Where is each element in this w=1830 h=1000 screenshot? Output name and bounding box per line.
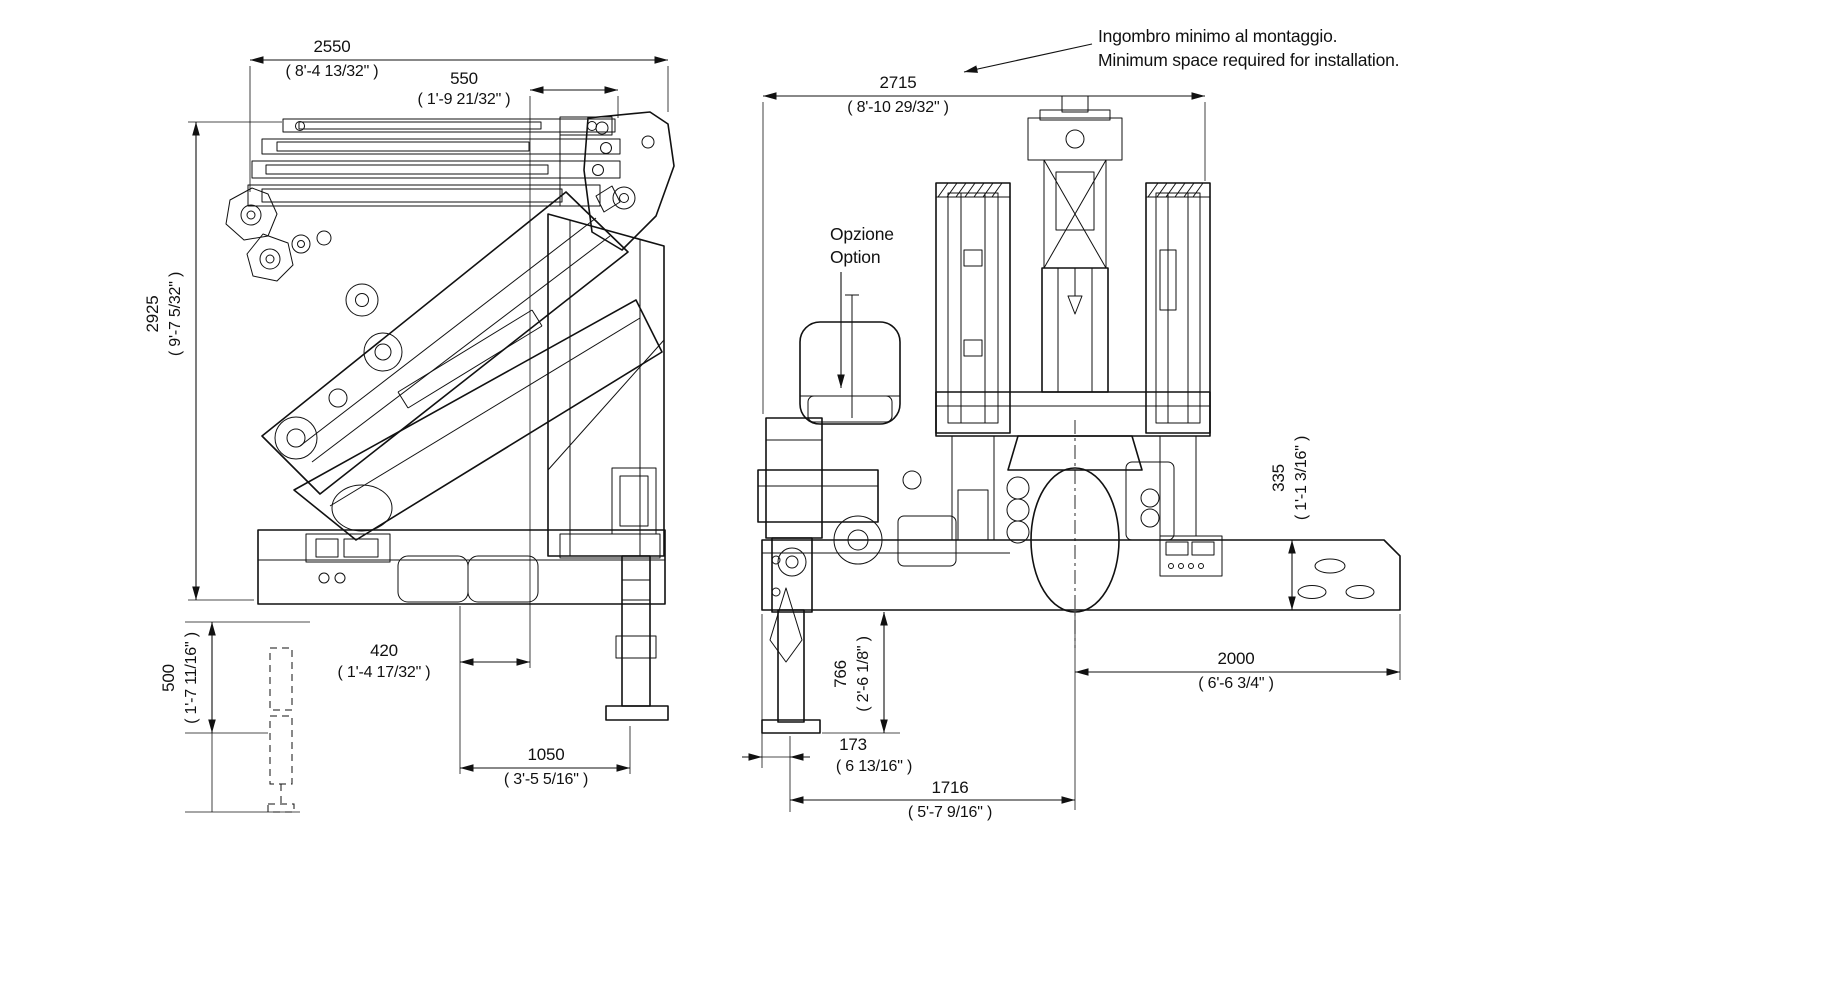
option-note-line2: Option: [830, 247, 880, 267]
dim-766-mm: 766: [831, 660, 850, 688]
rear-left-stabilizer-tower: [935, 182, 1011, 434]
option-note-line1: Opzione: [830, 224, 894, 244]
rear-cross-beam: [935, 391, 1211, 471]
dim-2715-ft: ( 8'-10 29/32" ): [847, 99, 949, 116]
dim-1716-mm: 1716: [931, 778, 968, 797]
side-folded-stabilizer: [267, 647, 295, 813]
hatch-left-tower: [937, 182, 1003, 198]
side-boom-head: [583, 111, 675, 251]
dim-335-ft: ( 1'-1 3/16" ): [1293, 436, 1310, 520]
dim-rear-width-right: 2000 ( 6'-6 3/4" ): [1074, 614, 1401, 810]
dim-500-mm: 500: [159, 664, 178, 692]
dim-1050-mm: 1050: [527, 745, 564, 764]
dim-550-mm: 550: [450, 69, 478, 88]
dim-1716-ft: ( 5'-7 9/16" ): [908, 804, 992, 821]
installation-note-line2: Minimum space required for installation.: [1098, 50, 1399, 70]
dim-173-ft: ( 6 13/16" ): [836, 758, 912, 775]
dim-side-width-total: 2550 ( 8'-4 13/32" ): [249, 37, 669, 192]
rear-right-stabilizer-tower: [1145, 182, 1211, 434]
dim-2000-mm: 2000: [1217, 649, 1254, 668]
dim-500-ft: ( 1'-7 11/16" ): [183, 632, 200, 724]
dim-173-mm: 173: [839, 735, 867, 754]
rear-hose-coils: [897, 436, 1197, 567]
dim-2550-ft: ( 8'-4 13/32" ): [286, 63, 379, 80]
side-pivot-pins: [274, 283, 403, 460]
dim-side-height-ground: 500 ( 1'-7 11/16" ): [159, 621, 310, 813]
rear-control-box: [1159, 535, 1223, 577]
installation-note-leader-arrow: [963, 43, 1093, 73]
rear-base-plate: [761, 539, 1401, 611]
annotation-notes: Ingombro minimo al montaggio. Minimum sp…: [830, 26, 1400, 388]
rear-view-dimensions: 2715 ( 8'-10 29/32" ) 335 ( 1'-1 3/16" )…: [742, 73, 1401, 821]
side-boom-end-fittings: [225, 187, 332, 282]
side-view-dimensions: 2550 ( 8'-4 13/32" ) 550 ( 1'-9 21/32" )…: [143, 37, 669, 813]
dim-335-mm: 335: [1269, 464, 1288, 492]
side-main-boom: [261, 191, 629, 495]
rear-view-crane: [757, 95, 1401, 734]
dim-rear-height-leg: 766 ( 2'-6 1/8" ): [822, 612, 900, 734]
side-view-crane: [225, 111, 675, 813]
dim-2000-ft: ( 6'-6 3/4" ): [1198, 675, 1274, 692]
dim-side-width-inner: 550 ( 1'-9 21/32" ): [418, 69, 619, 668]
rear-outrigger-unit: [757, 294, 883, 734]
side-base-frame: [257, 529, 666, 605]
dim-rear-width-total: 2715 ( 8'-10 29/32" ): [762, 73, 1206, 414]
installation-note-line1: Ingombro minimo al montaggio.: [1098, 26, 1337, 46]
dim-2715-mm: 2715: [879, 73, 916, 92]
rear-column: [1041, 267, 1109, 393]
side-hydraulic-cylinder: [331, 309, 543, 532]
side-stabilizer-leg: [605, 467, 669, 721]
dim-420-ft: ( 1'-4 17/32" ): [338, 664, 431, 681]
dim-550-ft: ( 1'-9 21/32" ): [418, 91, 511, 108]
side-column: [547, 213, 665, 557]
dim-rear-width-center: 1716 ( 5'-7 9/16" ): [790, 778, 1075, 821]
dim-side-height-total: 2925 ( 9'-7 5/32" ): [143, 121, 282, 601]
dim-2550-mm: 2550: [313, 37, 350, 56]
dim-2925-ft: ( 9'-7 5/32" ): [167, 272, 184, 356]
dim-rear-height-plate: 335 ( 1'-1 3/16" ): [1269, 436, 1310, 610]
rear-slew-ring: [1020, 420, 1130, 648]
hatch-right-tower: [1147, 182, 1204, 198]
dim-side-base: 1050 ( 3'-5 5/16" ): [460, 726, 631, 788]
dim-side-offset: 420 ( 1'-4 17/32" ): [338, 606, 530, 774]
dim-766-ft: ( 2'-6 1/8" ): [855, 636, 872, 712]
dim-1050-ft: ( 3'-5 5/16" ): [504, 771, 588, 788]
dim-rear-offset-left: 173 ( 6 13/16" ): [742, 614, 912, 812]
dim-2925-mm: 2925: [143, 295, 162, 332]
rear-option-tank: [799, 321, 901, 425]
side-second-boom: [293, 299, 663, 541]
dim-420-mm: 420: [370, 641, 398, 660]
